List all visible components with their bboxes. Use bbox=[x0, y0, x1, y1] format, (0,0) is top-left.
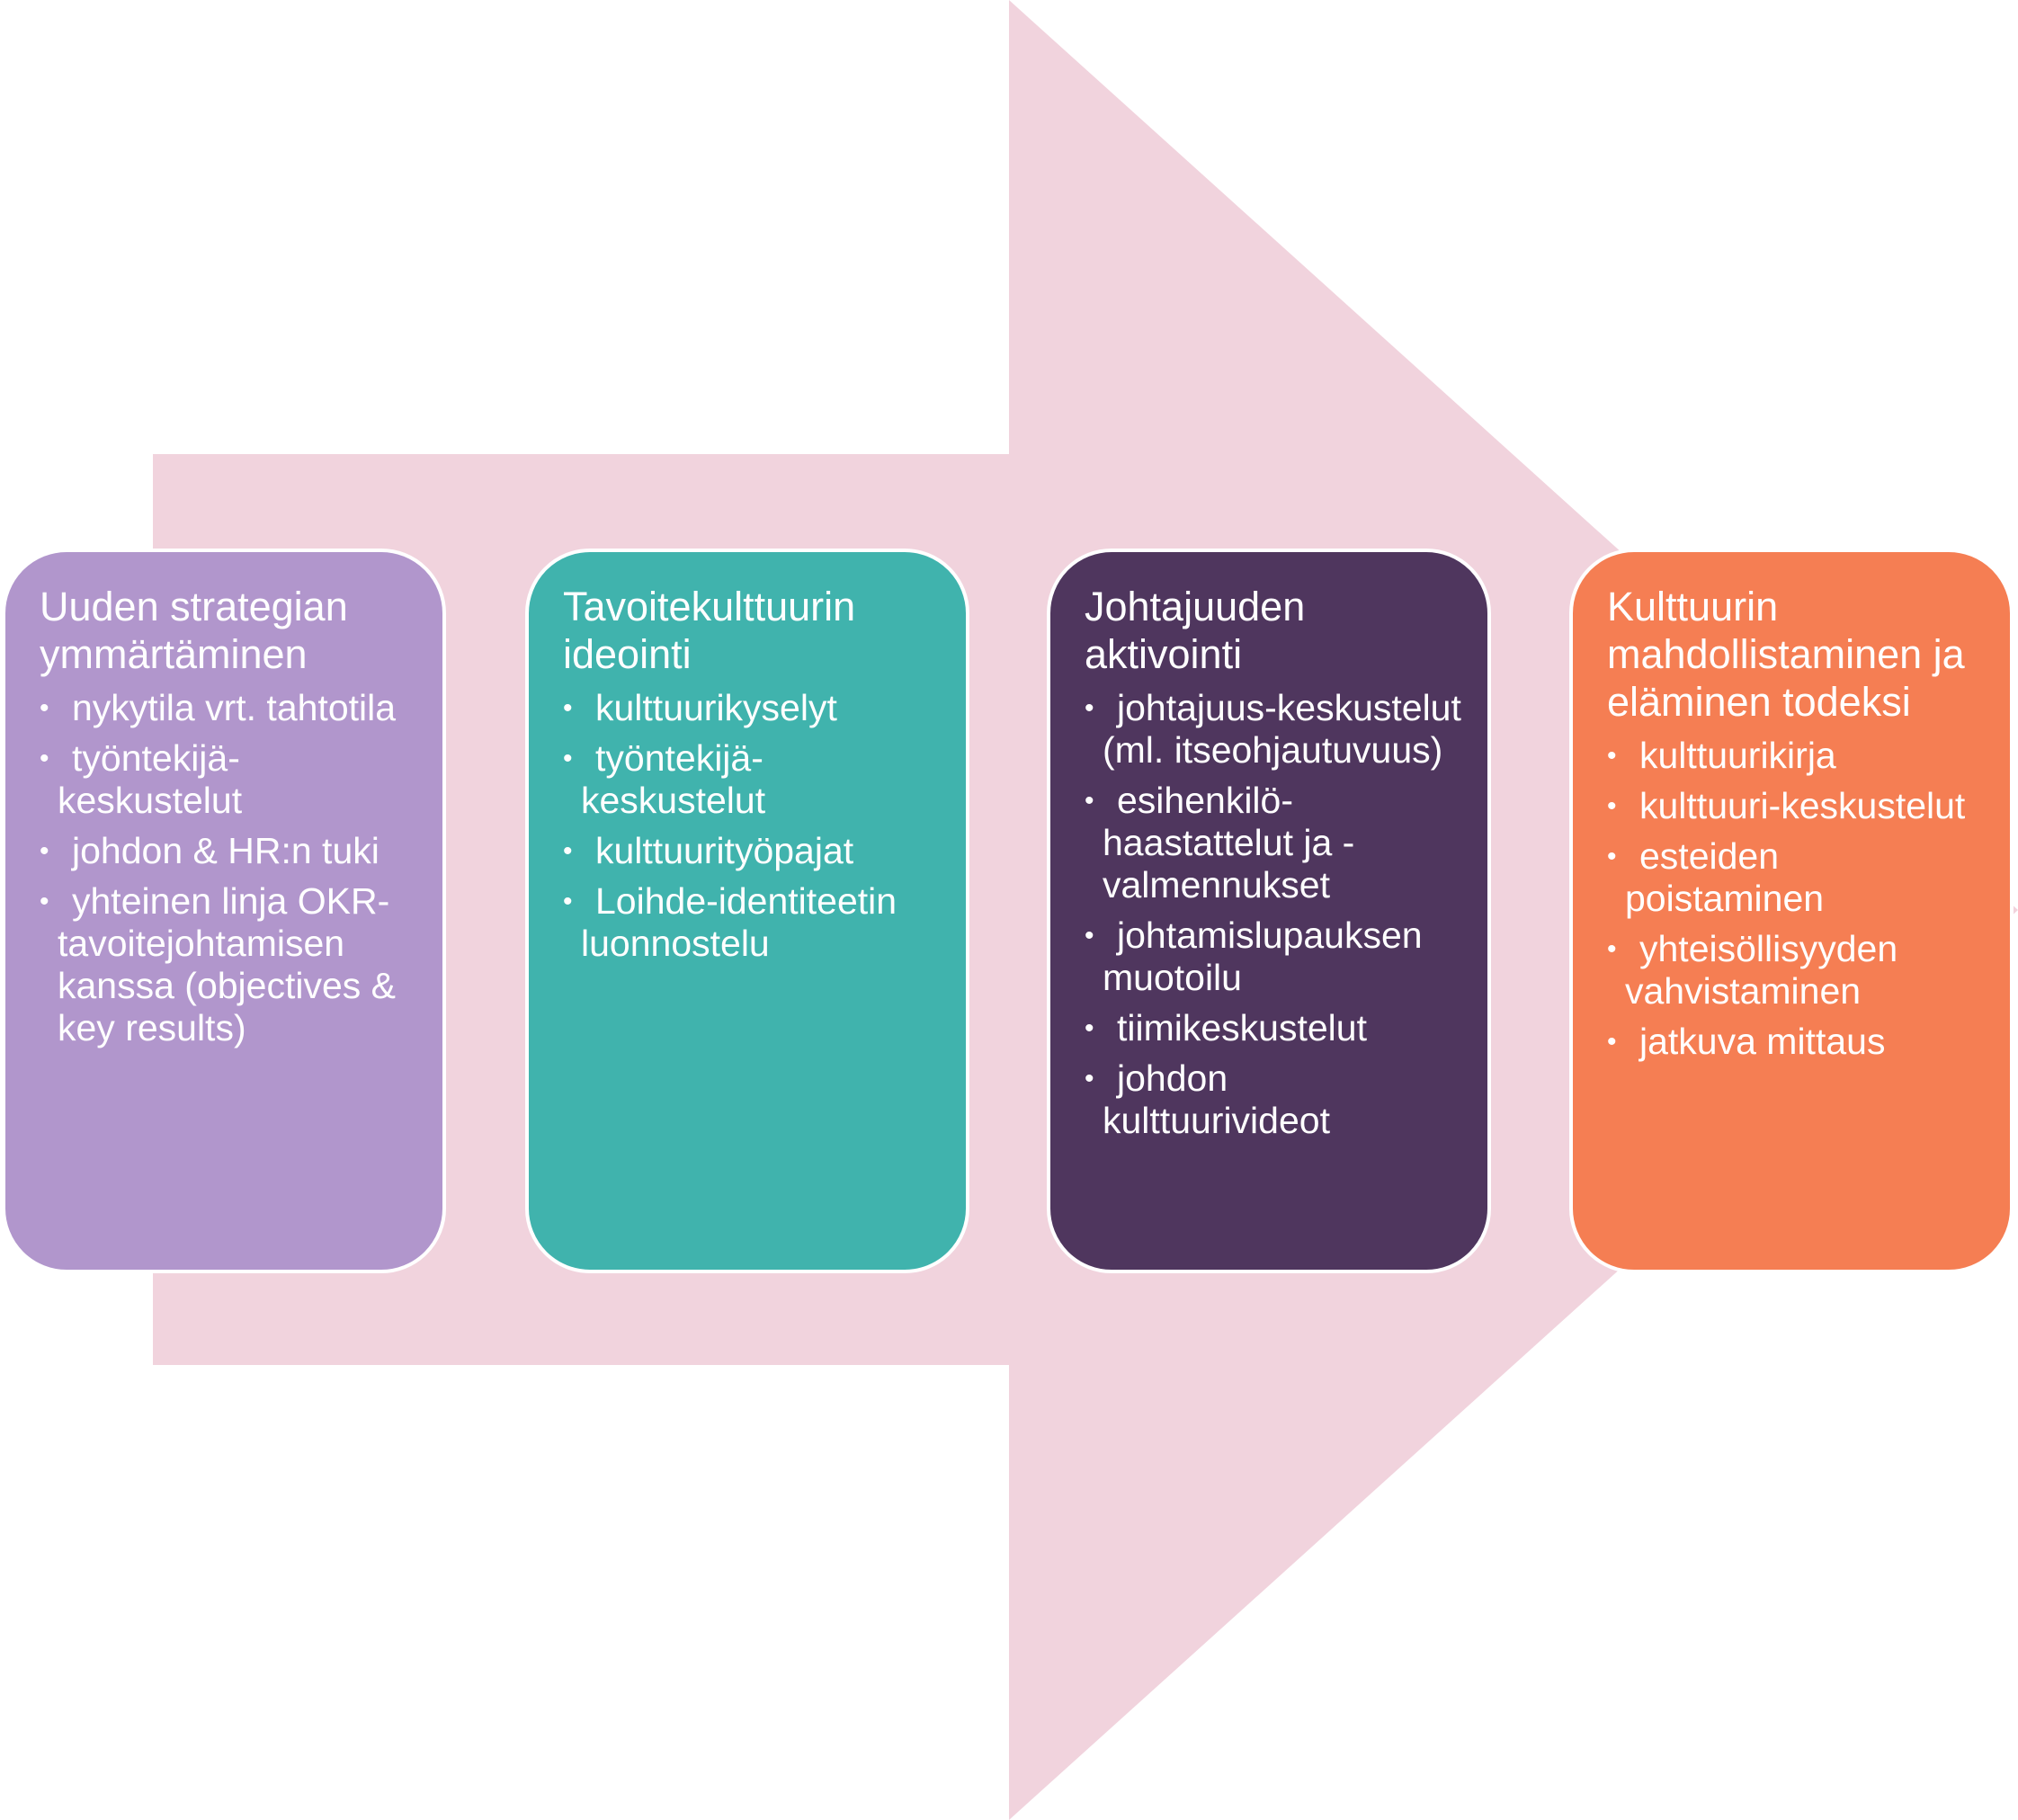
bullet-item: yhteinen linja OKR-tavoitejohtamisen kan… bbox=[40, 880, 419, 1049]
bullet-text: johdon & HR:n tuki bbox=[72, 830, 379, 871]
bullet-text: jatkuva mittaus bbox=[1639, 1021, 1886, 1062]
bullet-text: kulttuurikyselyt bbox=[595, 687, 837, 728]
bullet-item: kulttuurikirja bbox=[1607, 735, 1987, 777]
stage-title: Johtajuuden aktivointi bbox=[1085, 584, 1306, 677]
stage-card-strategy-understanding: Uuden strategian ymmärtäminen nykytila v… bbox=[2, 549, 446, 1273]
bullet-text: työntekijä-keskustelut bbox=[581, 737, 766, 821]
bullet-text: työntekijä-keskustelut bbox=[58, 737, 243, 821]
bullet-text: tiimikeskustelut bbox=[1117, 1007, 1367, 1048]
bullet-text: johtajuus-keskustelut (ml. itseohjautuvu… bbox=[1103, 687, 1461, 771]
bullet-item: Loihde-identiteetin luonnostelu bbox=[563, 880, 942, 965]
stage-bullet-list: nykytila vrt. tahtotila työntekijä-kesku… bbox=[40, 687, 419, 1049]
stage-bullet-list: kulttuurikyselyt työntekijä-keskustelut … bbox=[563, 687, 942, 965]
bullet-text: nykytila vrt. tahtotila bbox=[72, 687, 397, 728]
stage-card-culture-enablement: Kulttuurin mahdollistaminen ja eläminen … bbox=[1569, 549, 2014, 1273]
bullet-text: esihenkilö-haastattelut ja -valmennukset bbox=[1103, 780, 1355, 906]
bullet-item: työntekijä-keskustelut bbox=[563, 737, 942, 822]
bullet-text: kulttuuri-keskustelut bbox=[1639, 785, 1966, 826]
bullet-text: esteiden poistaminen bbox=[1625, 835, 1825, 919]
stage-card-leadership-activation: Johtajuuden aktivointi johtajuus-keskust… bbox=[1047, 549, 1491, 1273]
stage-card-culture-ideation: Tavoitekulttuurin ideointi kulttuurikyse… bbox=[525, 549, 969, 1273]
bullet-item: kulttuurikyselyt bbox=[563, 687, 942, 729]
bullet-item: yhteisöllisyyden vahvistaminen bbox=[1607, 928, 1987, 1013]
bullet-item: kulttuurityöpajat bbox=[563, 830, 942, 872]
bullet-item: johdon & HR:n tuki bbox=[40, 830, 419, 872]
bullet-text: kulttuurityöpajat bbox=[595, 830, 854, 871]
stage-title: Uuden strategian ymmärtäminen bbox=[40, 584, 348, 677]
bullet-item: esihenkilö-haastattelut ja -valmennukset bbox=[1085, 780, 1464, 906]
bullet-item: kulttuuri-keskustelut bbox=[1607, 785, 1987, 827]
bullet-item: jatkuva mittaus bbox=[1607, 1021, 1987, 1063]
stage-title: Tavoitekulttuurin ideointi bbox=[563, 584, 856, 677]
bullet-text: Loihde-identiteetin luonnostelu bbox=[581, 880, 897, 964]
stage-bullet-list: johtajuus-keskustelut (ml. itseohjautuvu… bbox=[1085, 687, 1464, 1142]
bullet-item: esteiden poistaminen bbox=[1607, 835, 1987, 920]
bullet-item: johdon kulttuurivideot bbox=[1085, 1057, 1464, 1142]
bullet-item: nykytila vrt. tahtotila bbox=[40, 687, 419, 729]
bullet-item: työntekijä-keskustelut bbox=[40, 737, 419, 822]
bullet-text: yhteinen linja OKR-tavoitejohtamisen kan… bbox=[58, 880, 397, 1048]
bullet-text: johdon kulttuurivideot bbox=[1103, 1057, 1330, 1141]
bullet-text: johtamislupauksen muotoilu bbox=[1103, 914, 1423, 998]
bullet-item: tiimikeskustelut bbox=[1085, 1007, 1464, 1049]
bullet-text: kulttuurikirja bbox=[1639, 735, 1836, 776]
stage-title: Kulttuurin mahdollistaminen ja eläminen … bbox=[1607, 584, 1965, 725]
stage-bullet-list: kulttuurikirja kulttuuri-keskustelut est… bbox=[1607, 735, 1987, 1063]
bullet-item: johtajuus-keskustelut (ml. itseohjautuvu… bbox=[1085, 687, 1464, 772]
bullet-item: johtamislupauksen muotoilu bbox=[1085, 914, 1464, 999]
bullet-text: yhteisöllisyyden vahvistaminen bbox=[1625, 928, 1898, 1012]
